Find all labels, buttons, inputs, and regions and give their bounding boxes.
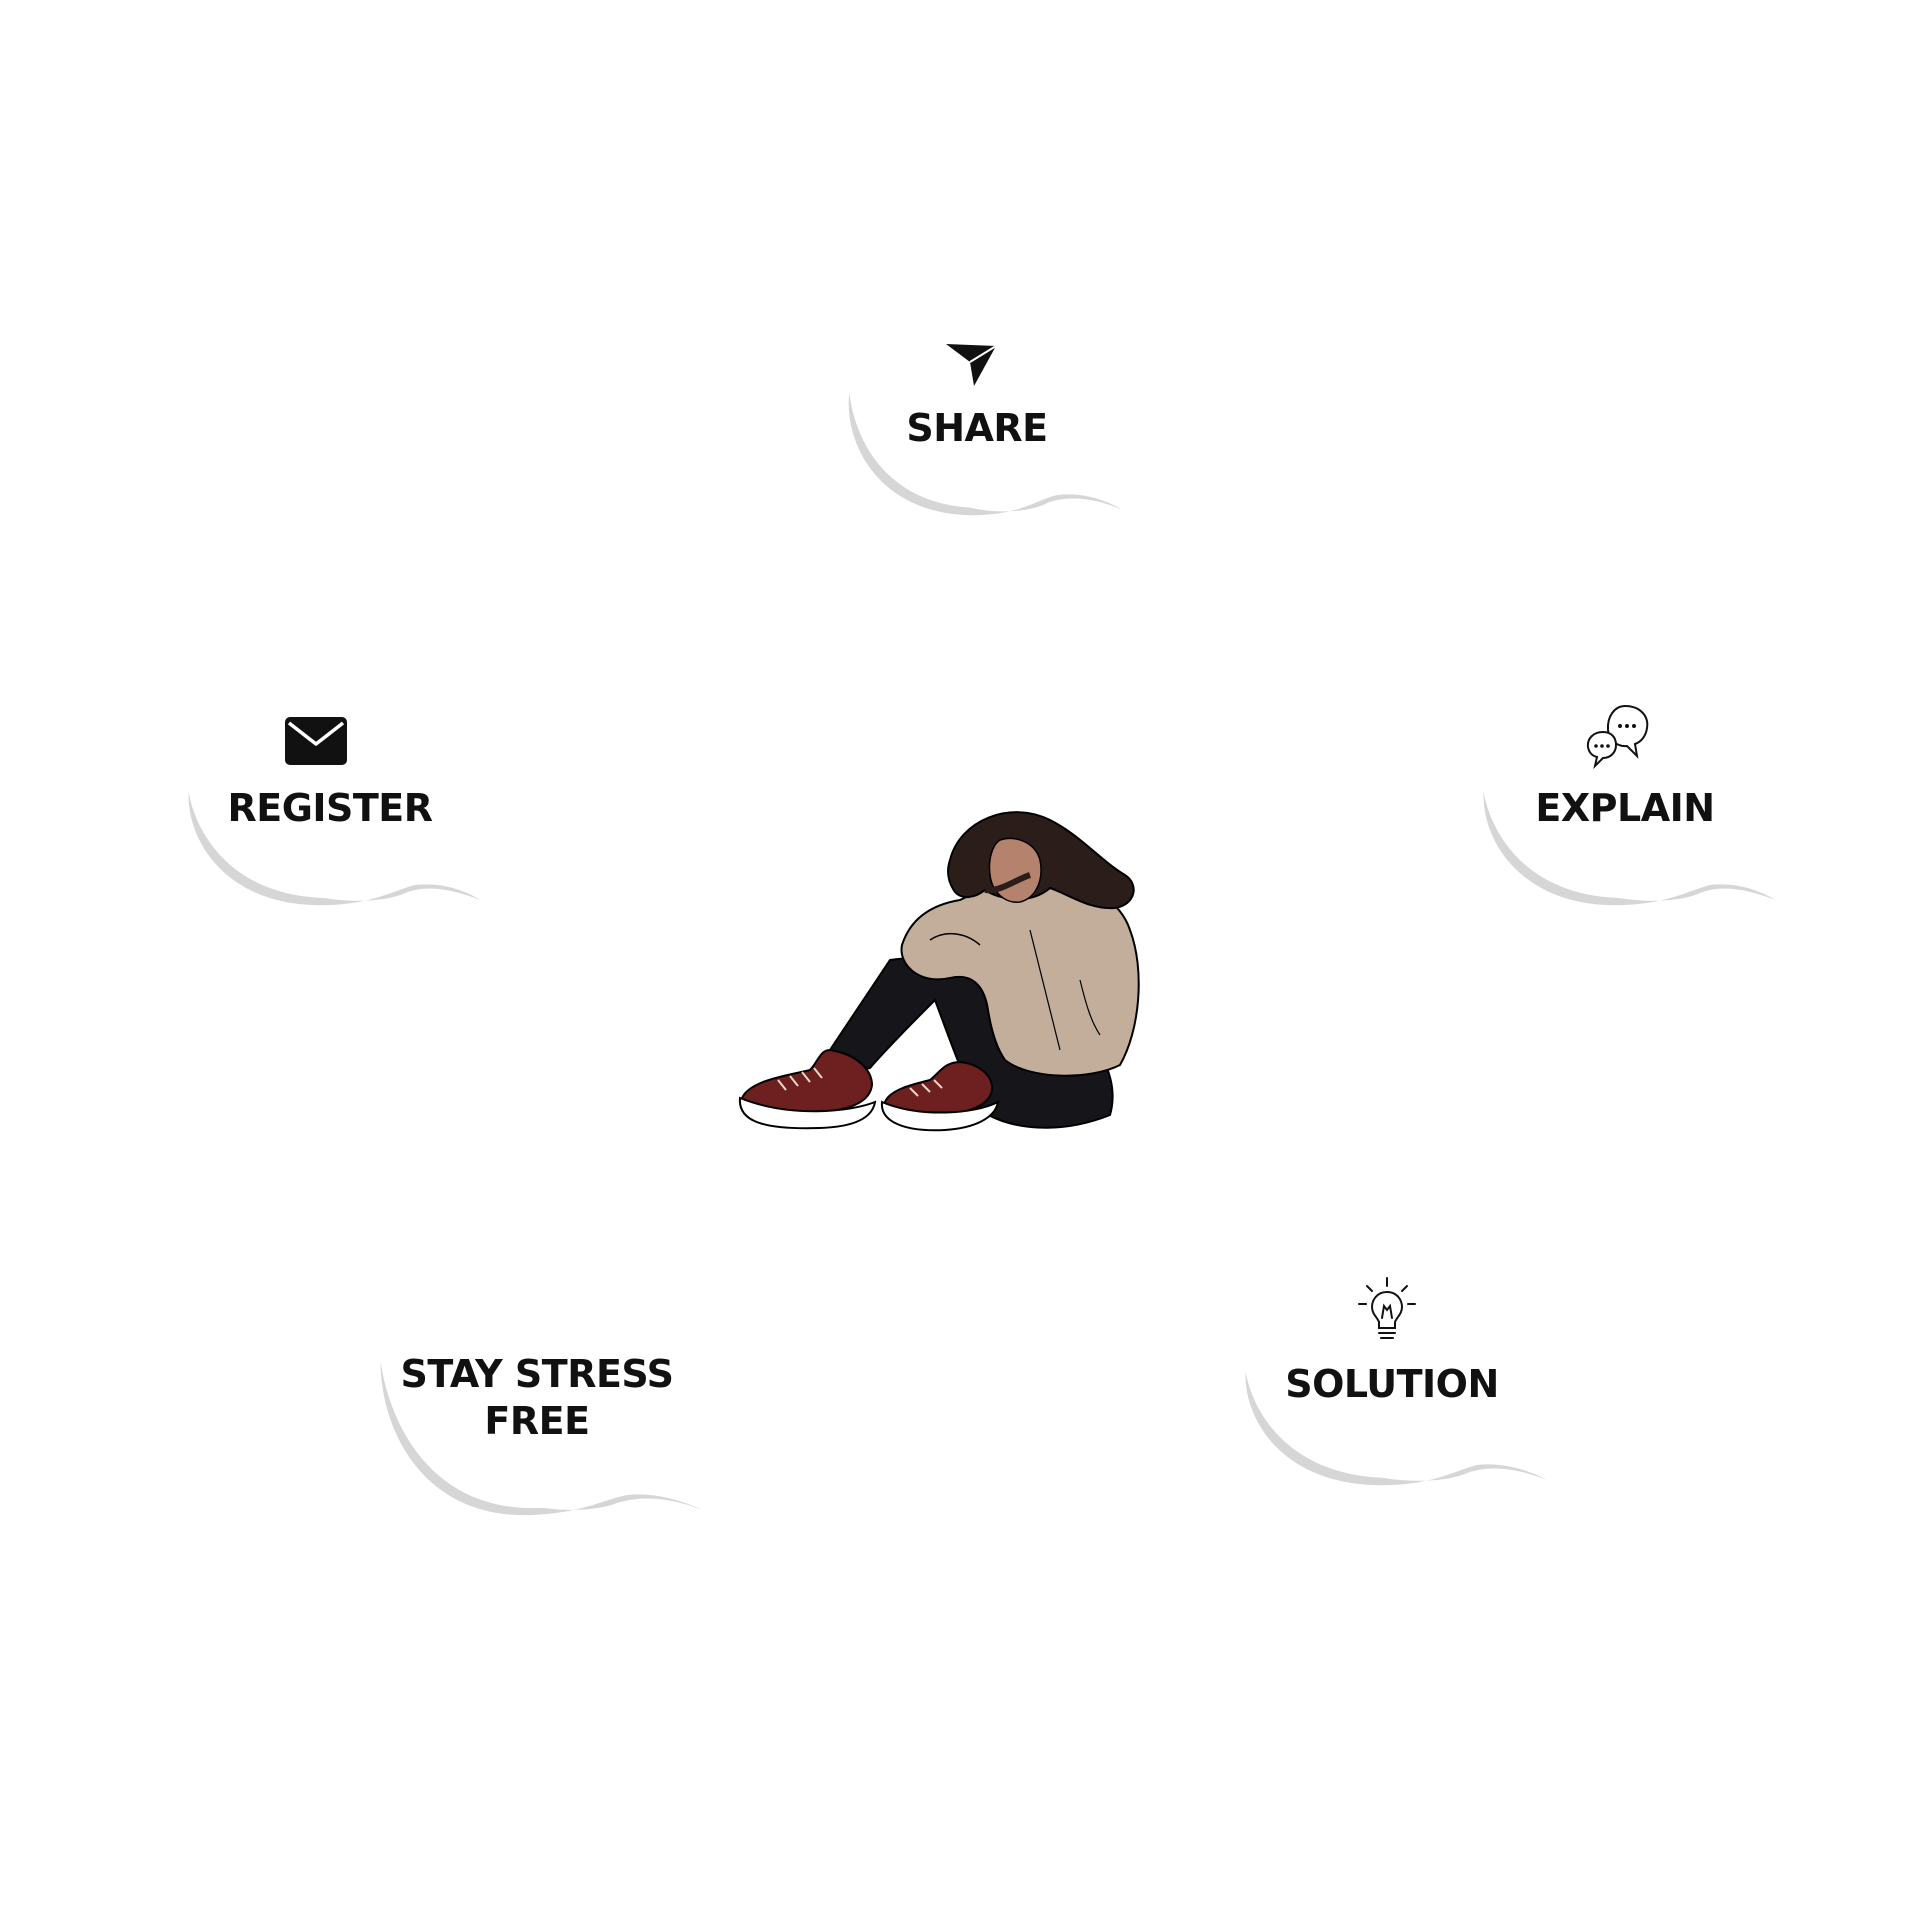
cloud-shape bbox=[848, 360, 1128, 516]
explain-bubble: EXPLAIN bbox=[1475, 700, 1777, 910]
cloud-shape bbox=[186, 760, 482, 906]
share-label: SHARE bbox=[906, 406, 1048, 450]
explain-label: EXPLAIN bbox=[1535, 786, 1715, 830]
stay-stress-free-bubble: STAY STRESS FREE bbox=[372, 1300, 704, 1520]
register-bubble: REGISTER bbox=[180, 700, 482, 910]
cloud-shape bbox=[1481, 760, 1777, 906]
hair bbox=[946, 811, 1135, 910]
cloud-shape bbox=[1243, 1340, 1549, 1486]
send-arrow-icon bbox=[944, 340, 998, 392]
lightbulb-icon bbox=[1357, 1276, 1417, 1346]
stay-stress-free-label-line2: FREE bbox=[484, 1399, 590, 1443]
envelope-icon bbox=[284, 716, 348, 770]
sad-girl-illustration bbox=[738, 811, 1140, 1132]
share-bubble: SHARE bbox=[832, 320, 1128, 530]
solution-label: SOLUTION bbox=[1285, 1362, 1499, 1406]
stay-stress-free-label-line1: STAY STRESS bbox=[400, 1352, 674, 1396]
solution-bubble: SOLUTION bbox=[1237, 1277, 1549, 1490]
face bbox=[988, 837, 1042, 903]
chat-bubbles-icon bbox=[1585, 702, 1655, 776]
left-shoe bbox=[740, 1048, 874, 1114]
cloud-shape bbox=[378, 1320, 704, 1516]
register-label: REGISTER bbox=[227, 786, 433, 830]
